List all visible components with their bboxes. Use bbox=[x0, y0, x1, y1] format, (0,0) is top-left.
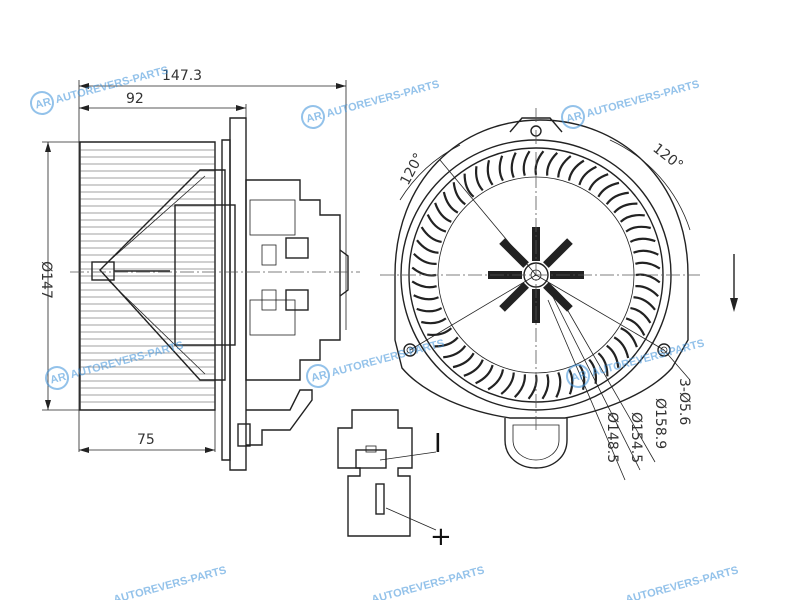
angle-label-right: 120° bbox=[650, 141, 686, 174]
dim-housing-length: 92 bbox=[126, 91, 144, 107]
watermark-logo: AR AUTOREVERS-PARTS bbox=[561, 78, 701, 129]
watermark-partial: AUTOREVERS-PARTS bbox=[370, 564, 485, 600]
svg-text:AR: AR bbox=[570, 369, 589, 385]
watermark-partial: AUTOREVERS-PARTS bbox=[624, 564, 739, 600]
angle-arc-left bbox=[399, 144, 461, 201]
connector-diagram: I + bbox=[337, 409, 452, 552]
watermark-text: AUTOREVERS-PARTS bbox=[590, 337, 705, 379]
svg-text:AR: AR bbox=[49, 371, 68, 387]
watermark-partial: AUTOREVERS-PARTS bbox=[112, 564, 227, 600]
svg-text:AR: AR bbox=[34, 96, 53, 112]
side-view: 147.3 92 Ø147 75 bbox=[38, 68, 360, 471]
dim-dia-outer: Ø158.9 bbox=[652, 398, 668, 449]
dim-wheel-depth: 75 bbox=[137, 432, 155, 448]
dim-diameter: Ø147 bbox=[38, 261, 54, 299]
connector-positive-label: + bbox=[430, 522, 452, 552]
watermark-text: AUTOREVERS-PARTS bbox=[585, 78, 700, 120]
dim-mount-holes: 3-Ø5.6 bbox=[676, 378, 692, 425]
svg-text:AUTOREVERS-PARTS: AUTOREVERS-PARTS bbox=[624, 564, 739, 600]
watermarks: AR AUTOREVERS-PARTS AR AUTOREVERS-PARTS … bbox=[30, 64, 740, 600]
svg-text:AR: AR bbox=[565, 110, 584, 126]
dim-dia-inner: Ø148.5 bbox=[604, 412, 620, 463]
dim-dia-mid: Ø154.5 bbox=[628, 412, 644, 463]
watermark-logo: AR AUTOREVERS-PARTS bbox=[301, 78, 441, 129]
svg-text:AUTOREVERS-PARTS: AUTOREVERS-PARTS bbox=[112, 564, 227, 600]
watermark-text: AUTOREVERS-PARTS bbox=[330, 337, 445, 379]
watermark-text: AUTOREVERS-PARTS bbox=[54, 64, 169, 106]
housing-outline bbox=[394, 119, 689, 419]
svg-text:AR: AR bbox=[305, 110, 324, 126]
svg-text:AR: AR bbox=[310, 369, 329, 385]
watermark-text: AUTOREVERS-PARTS bbox=[325, 78, 440, 120]
angle-label-left: 120° bbox=[397, 151, 427, 188]
front-view: 120° 120° 3-Ø5.6 Ø158.9 Ø154.5 Ø148.5 bbox=[380, 108, 738, 481]
svg-text:AUTOREVERS-PARTS: AUTOREVERS-PARTS bbox=[370, 564, 485, 600]
angle-arc-right bbox=[609, 139, 691, 231]
connector-negative-label: I bbox=[434, 429, 442, 459]
watermark-logo: AR AUTOREVERS-PARTS bbox=[45, 339, 185, 390]
dim-overall-length: 147.3 bbox=[162, 68, 202, 84]
